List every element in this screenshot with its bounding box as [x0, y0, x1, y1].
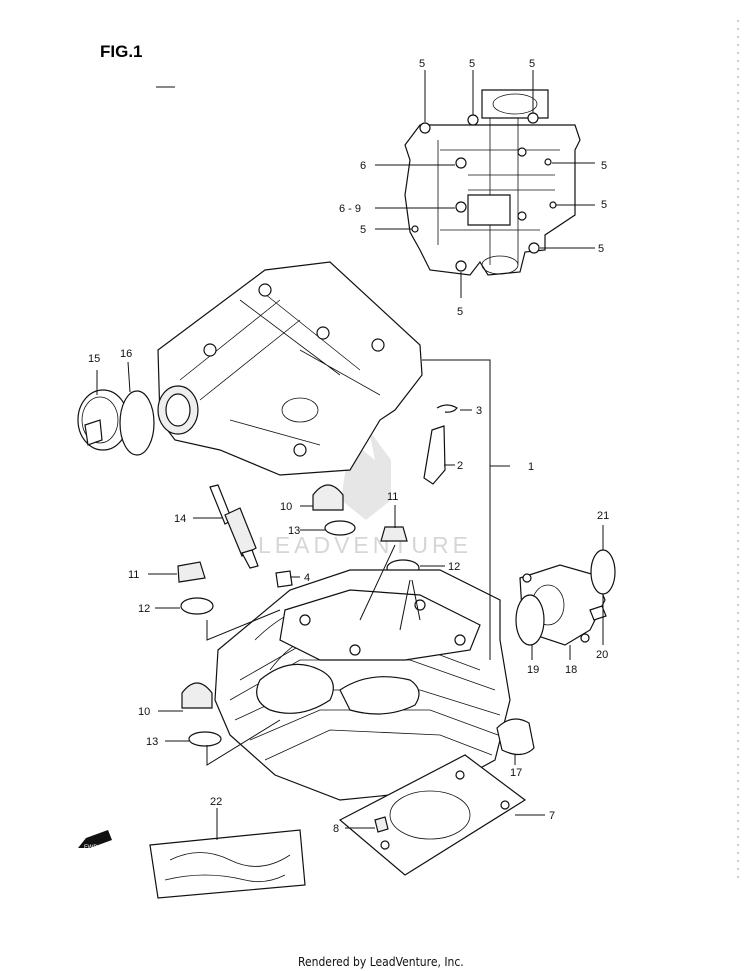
- callout-10: 10: [138, 706, 150, 718]
- callout-5: 5: [419, 58, 425, 70]
- watermark-text: LEADVENTURE: [258, 532, 472, 558]
- callout-5: 5: [601, 160, 607, 172]
- callout-18: 18: [565, 664, 577, 676]
- nut-11-right: [380, 526, 408, 542]
- callout-6: 6: [360, 160, 366, 172]
- callout-5: 5: [457, 306, 463, 318]
- callout-11: 11: [387, 491, 398, 503]
- head-cover: [157, 261, 423, 476]
- washer-12-left: [180, 597, 214, 615]
- nut-11-left: [177, 561, 206, 583]
- callout-8: 8: [333, 823, 339, 835]
- clip-3: [436, 404, 458, 413]
- spark-plug-14: [209, 484, 259, 569]
- callout-22: 22: [210, 796, 222, 808]
- plug-17: [496, 718, 535, 756]
- gasket-set-22: [149, 829, 306, 899]
- o-ring-19: [515, 594, 545, 646]
- dowel-4: [275, 570, 293, 588]
- dowel-8: [374, 816, 389, 833]
- callout-6-9: 6 - 9: [339, 203, 361, 215]
- callout-3: 3: [476, 405, 482, 417]
- o-ring-16: [119, 390, 155, 456]
- callout-4: 4: [304, 572, 310, 584]
- clamp-21: [590, 549, 616, 595]
- cap-nut-10-lower: [181, 682, 213, 709]
- callout-13: 13: [146, 736, 158, 748]
- forward-arrow-icon: FWD: [78, 830, 112, 851]
- figure-title: FIG.1: [100, 42, 143, 61]
- callout-17: 17: [510, 767, 522, 779]
- callout-10: 10: [280, 501, 292, 513]
- callout-5: 5: [598, 243, 604, 255]
- callout-5: 5: [601, 199, 607, 211]
- callout-12: 12: [138, 603, 150, 615]
- head-top-view: [404, 89, 581, 276]
- valve-guide-2: [423, 425, 446, 485]
- callout-21: 21: [597, 510, 609, 522]
- callouts: 5 5 5 6 6 - 9 5 5 5 5 5 15 16 3 2 1 10 1…: [88, 58, 609, 835]
- callout-14: 14: [174, 513, 186, 525]
- callout-15: 15: [88, 353, 100, 365]
- footer-credit: Rendered by LeadVenture, Inc.: [298, 955, 464, 969]
- callout-20: 20: [596, 649, 608, 661]
- callout-13: 13: [288, 525, 300, 537]
- washer-13-upper: [324, 520, 356, 536]
- cap-nut-10-upper: [312, 484, 344, 511]
- washer-13-lower: [188, 731, 222, 747]
- forward-arrow-label: FWD: [84, 845, 98, 851]
- callout-12: 12: [448, 561, 460, 573]
- callout-19: 19: [527, 664, 539, 676]
- callout-7: 7: [549, 810, 555, 822]
- leader-lines: [96, 70, 604, 840]
- callout-1: 1: [528, 461, 534, 473]
- screw-20: [589, 605, 607, 621]
- callout-11: 11: [128, 569, 139, 581]
- callout-2: 2: [457, 460, 463, 472]
- callout-5: 5: [360, 224, 366, 236]
- callout-5: 5: [469, 58, 475, 70]
- callout-16: 16: [120, 348, 132, 360]
- cylinder-head: [214, 569, 511, 801]
- callout-5: 5: [529, 58, 535, 70]
